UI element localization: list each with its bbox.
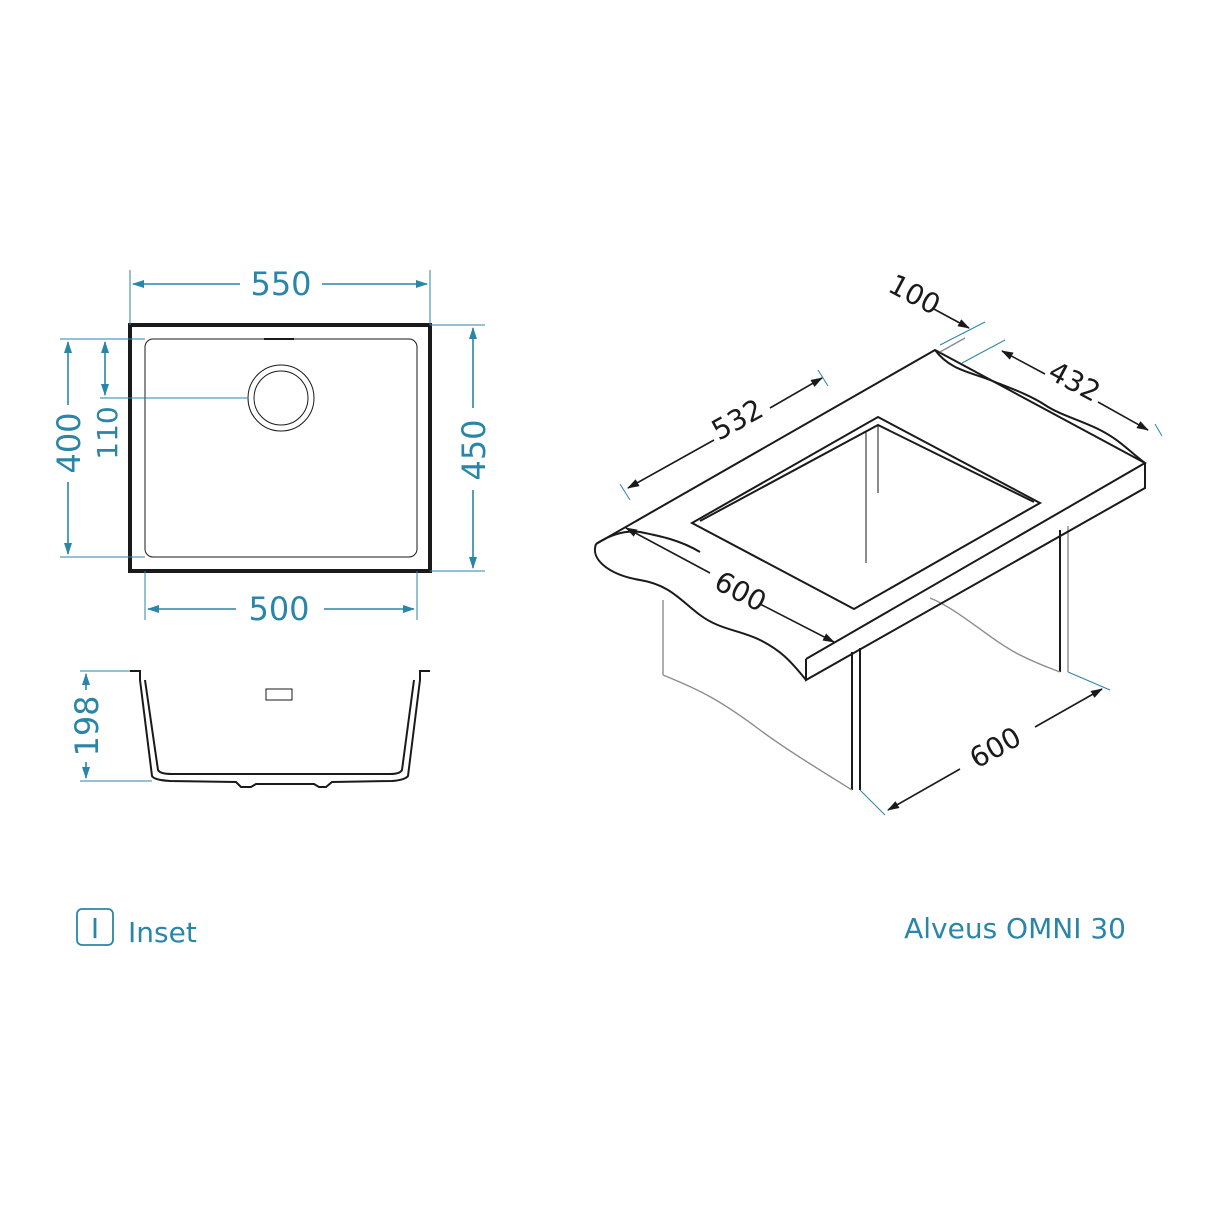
- drain-inner: [253, 370, 309, 426]
- worktop-back-wavy: [934, 349, 1146, 464]
- dim-top-depth: 100: [883, 267, 946, 321]
- drain-outer: [247, 364, 315, 432]
- worktop-front-edge: [805, 463, 1146, 682]
- sink-outer-rim: [128, 323, 432, 573]
- dim-depth-inner: 400: [50, 412, 88, 473]
- footer: I Inset Alveus OMNI 30: [76, 908, 1126, 949]
- dim-width-inner: 500: [248, 590, 309, 628]
- plan-view: 550 500 450 400 110: [50, 265, 493, 628]
- inset-mount-icon: [76, 908, 114, 946]
- dim-worktop-width: 532: [706, 392, 769, 447]
- iso-sink-opening: [689, 415, 1043, 611]
- dim-line-600-cabinet: [887, 768, 961, 811]
- isometric-view: 100 432 532 600 600: [593, 267, 1163, 816]
- product-name: Alveus OMNI 30: [904, 912, 1126, 945]
- dim-cabinet-width: 600: [964, 720, 1027, 775]
- dim-line-532: [627, 439, 715, 489]
- sink-inner-bowl: [144, 338, 418, 558]
- dim-drain-offset: 110: [91, 406, 124, 459]
- section-view: 198: [68, 670, 430, 788]
- dim-line-432: [1001, 350, 1046, 375]
- dim-sink-height: 198: [68, 695, 106, 756]
- worktop-top-face: [595, 348, 1148, 660]
- worktop-wavy-edge: [593, 543, 807, 681]
- dim-front-length: 600: [709, 564, 772, 618]
- mount-type-label: Inset: [128, 916, 197, 949]
- inset-mount-icon-letter: I: [91, 912, 99, 945]
- dim-line-600-front: [625, 527, 711, 574]
- dim-width-outer: 550: [250, 265, 311, 303]
- overflow-outlet: [265, 688, 293, 701]
- dim-line-100: [931, 307, 970, 329]
- dim-back-length: 432: [1043, 354, 1106, 408]
- sink-section-profile: [130, 670, 430, 788]
- dim-depth-outer: 450: [455, 419, 493, 480]
